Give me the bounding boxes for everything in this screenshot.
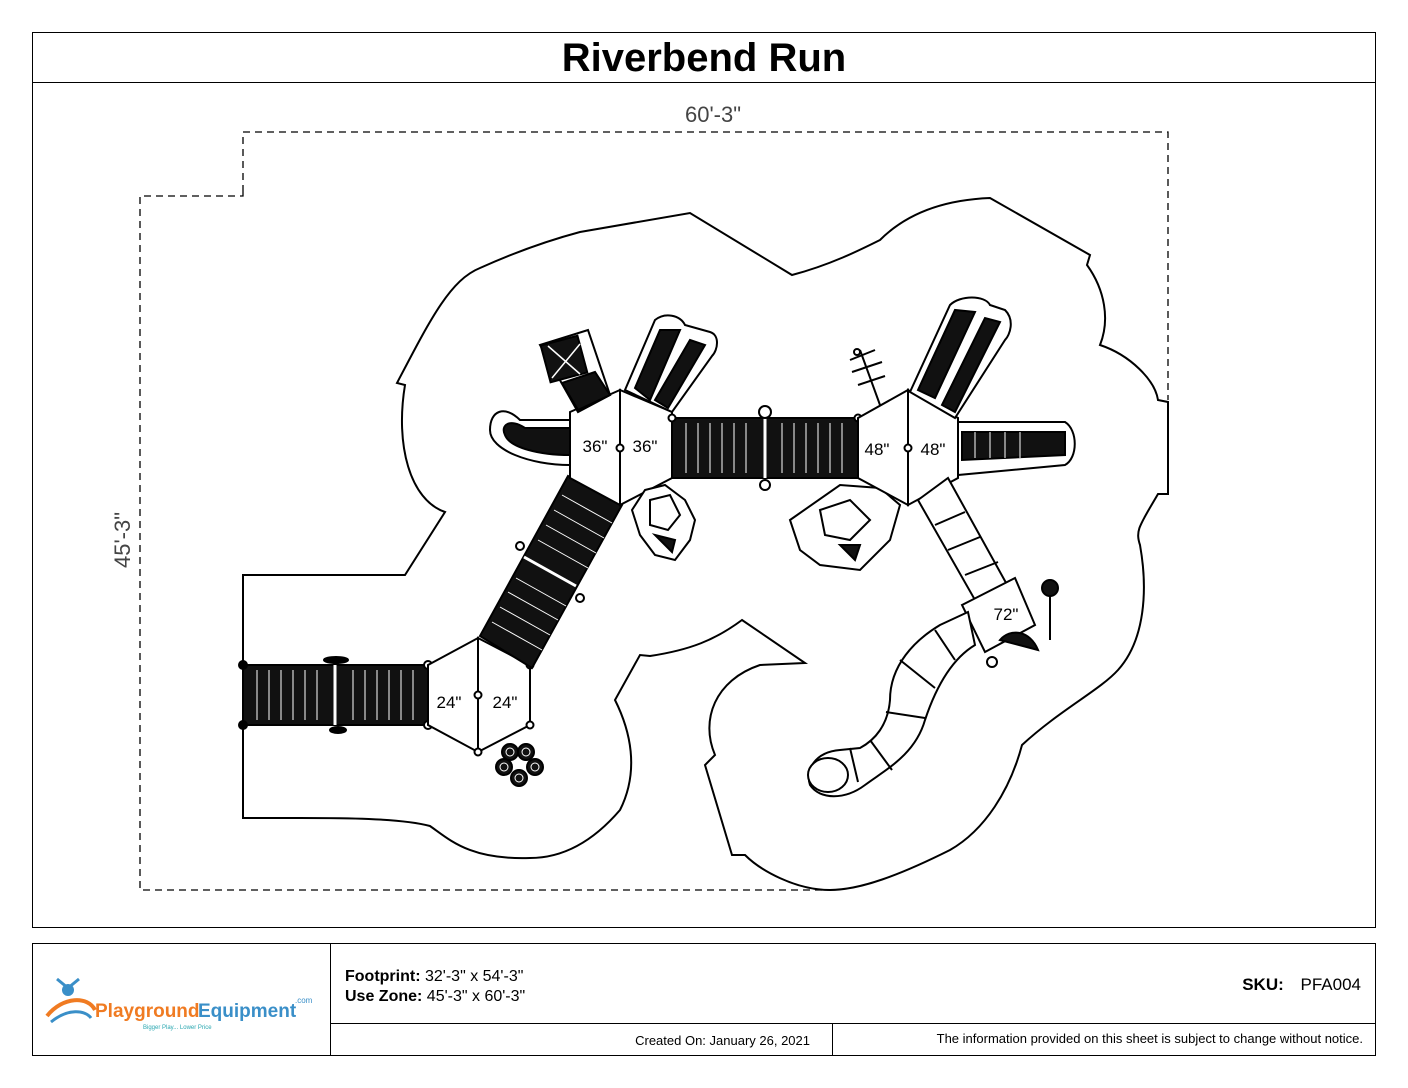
- net-climber: [538, 328, 612, 414]
- deck-label-24-b: 24": [493, 693, 518, 712]
- tube-slide-upper: [916, 476, 1012, 602]
- deck-label-48-b: 48": [921, 440, 946, 459]
- equipment: [238, 296, 1076, 798]
- rock-climber-west: [630, 483, 697, 562]
- drawing-frame: Riverbend Run: [32, 32, 1376, 928]
- brand-logo: Playground Equipment .com Bigger Play...…: [45, 977, 313, 1031]
- logo-brand-part2: Equipment: [198, 1001, 297, 1022]
- footprint-line: Footprint: 32'-3" x 54'-3": [345, 968, 523, 986]
- double-slide-east: [908, 296, 1012, 420]
- deck-label-72: 72": [994, 605, 1019, 624]
- height-dimension: 45'-3": [110, 512, 135, 568]
- footprint-value: 32'-3" x 54'-3": [424, 968, 524, 985]
- use-zone-outline: [242, 196, 1169, 892]
- deck-label-24-a: 24": [437, 693, 462, 712]
- sku-label: SKU:: [1242, 975, 1284, 994]
- disclaimer: The information provided on this sheet i…: [936, 1031, 1363, 1046]
- logo-tld: .com: [295, 996, 313, 1005]
- rock-climber-east: [788, 483, 902, 572]
- footprint-label: Footprint:: [345, 968, 421, 985]
- usezone-label: Use Zone:: [345, 988, 423, 1005]
- width-dimension: 60'-3": [685, 102, 741, 127]
- deck-label-36-b: 36": [633, 437, 658, 456]
- page-title: Riverbend Run: [561, 36, 847, 80]
- bridge-diagonal: [478, 474, 624, 670]
- sku-value: PFA004: [1300, 975, 1362, 994]
- logo-brand-part1: Playground: [95, 1001, 200, 1022]
- bridge-west: [238, 656, 433, 734]
- tube-slide-lower: [807, 610, 977, 798]
- bridge-center: [667, 405, 863, 491]
- logo-cell: Playground Equipment .com Bigger Play...…: [33, 944, 331, 1055]
- spec-cell: Footprint: 32'-3" x 54'-3" Use Zone: 45'…: [331, 944, 1375, 1024]
- site-plan: 60'-3" 45'-3": [110, 102, 1169, 892]
- wave-slide-west: [488, 410, 571, 467]
- dimension-lines: [139, 131, 1169, 891]
- double-slide-west: [623, 314, 718, 414]
- logo-tagline: Bigger Play... Lower Price: [143, 1025, 212, 1031]
- tire-climber: [495, 743, 544, 787]
- usezone-line: Use Zone: 45'-3" x 60'-3": [345, 988, 525, 1006]
- created-date: Created On: January 26, 2021: [331, 1024, 833, 1055]
- title-bar: Riverbend Run: [33, 33, 1375, 83]
- usezone-value: 45'-3" x 60'-3": [426, 988, 526, 1005]
- deck-label-36-a: 36": [583, 437, 608, 456]
- straight-slide-east: [957, 421, 1076, 477]
- sku-line: SKU: PFA004: [1242, 975, 1361, 995]
- ladder-climber: [849, 348, 886, 406]
- deck-label-48-a: 48": [865, 440, 890, 459]
- title-block: Playground Equipment .com Bigger Play...…: [32, 943, 1376, 1056]
